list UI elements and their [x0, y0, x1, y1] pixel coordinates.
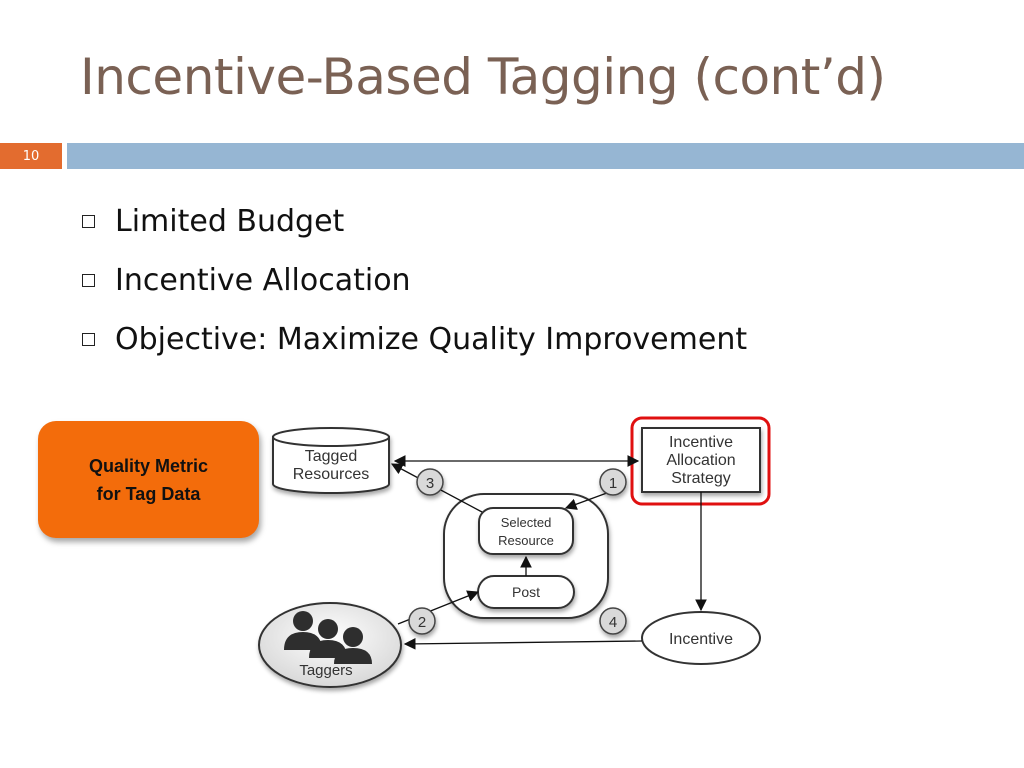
svg-text:4: 4: [609, 614, 617, 631]
square-bullet-icon: [82, 274, 95, 287]
bullet-item: Incentive Allocation: [82, 251, 747, 310]
svg-text:1: 1: [609, 475, 617, 492]
tagged-resources-database: [272, 427, 390, 494]
bullet-text: Incentive Allocation: [115, 263, 411, 298]
post-label: Post: [512, 584, 540, 600]
bullet-item: Limited Budget: [82, 192, 747, 251]
people-group-icon: [284, 611, 372, 664]
incentive-allocation-strategy-box: [641, 427, 761, 493]
page-number: 10: [22, 148, 40, 164]
callout-line-1: Quality Metric: [88, 455, 209, 476]
step-1-badge: 1: [599, 468, 627, 496]
strategy-label-1: Incentive: [669, 434, 733, 451]
strategy-label-2: Allocation: [666, 452, 735, 469]
quality-metric-callout: Quality Metric for Tag Data: [38, 421, 259, 538]
selected-resource-label-1: Selected: [501, 515, 552, 530]
strategy-label-3: Strategy: [671, 470, 731, 487]
page-number-badge: 10: [0, 143, 62, 169]
bullet-text: Objective: Maximize Quality Improvement: [115, 322, 748, 357]
square-bullet-icon: [82, 333, 95, 346]
incentive-label: Incentive: [669, 631, 733, 648]
selected-resource-node: [478, 507, 574, 555]
callout-line-2: for Tag Data: [96, 483, 201, 504]
taggers-label: Taggers: [299, 662, 352, 679]
step-3-badge: 3: [416, 468, 444, 496]
slide-title: Incentive-Based Tagging (cont’d): [80, 48, 886, 106]
tagged-resources-label-2: Resources: [293, 466, 369, 483]
bullet-text: Limited Budget: [115, 204, 345, 239]
step-2-badge: 2: [408, 607, 436, 635]
bullet-item: Objective: Maximize Quality Improvement: [82, 310, 747, 369]
step-4-badge: 4: [599, 607, 627, 635]
square-bullet-icon: [82, 215, 95, 228]
selected-resource-label-2: Resource: [498, 533, 554, 548]
incentive-to-taggers-arrow: [403, 638, 643, 650]
bullet-list: Limited Budget Incentive Allocation Obje…: [82, 192, 747, 369]
incentive-node: [641, 611, 761, 665]
title-divider-band: [67, 143, 1024, 169]
svg-text:3: 3: [426, 475, 434, 492]
tagged-resources-label-1: Tagged: [305, 448, 358, 465]
svg-text:2: 2: [418, 614, 426, 631]
